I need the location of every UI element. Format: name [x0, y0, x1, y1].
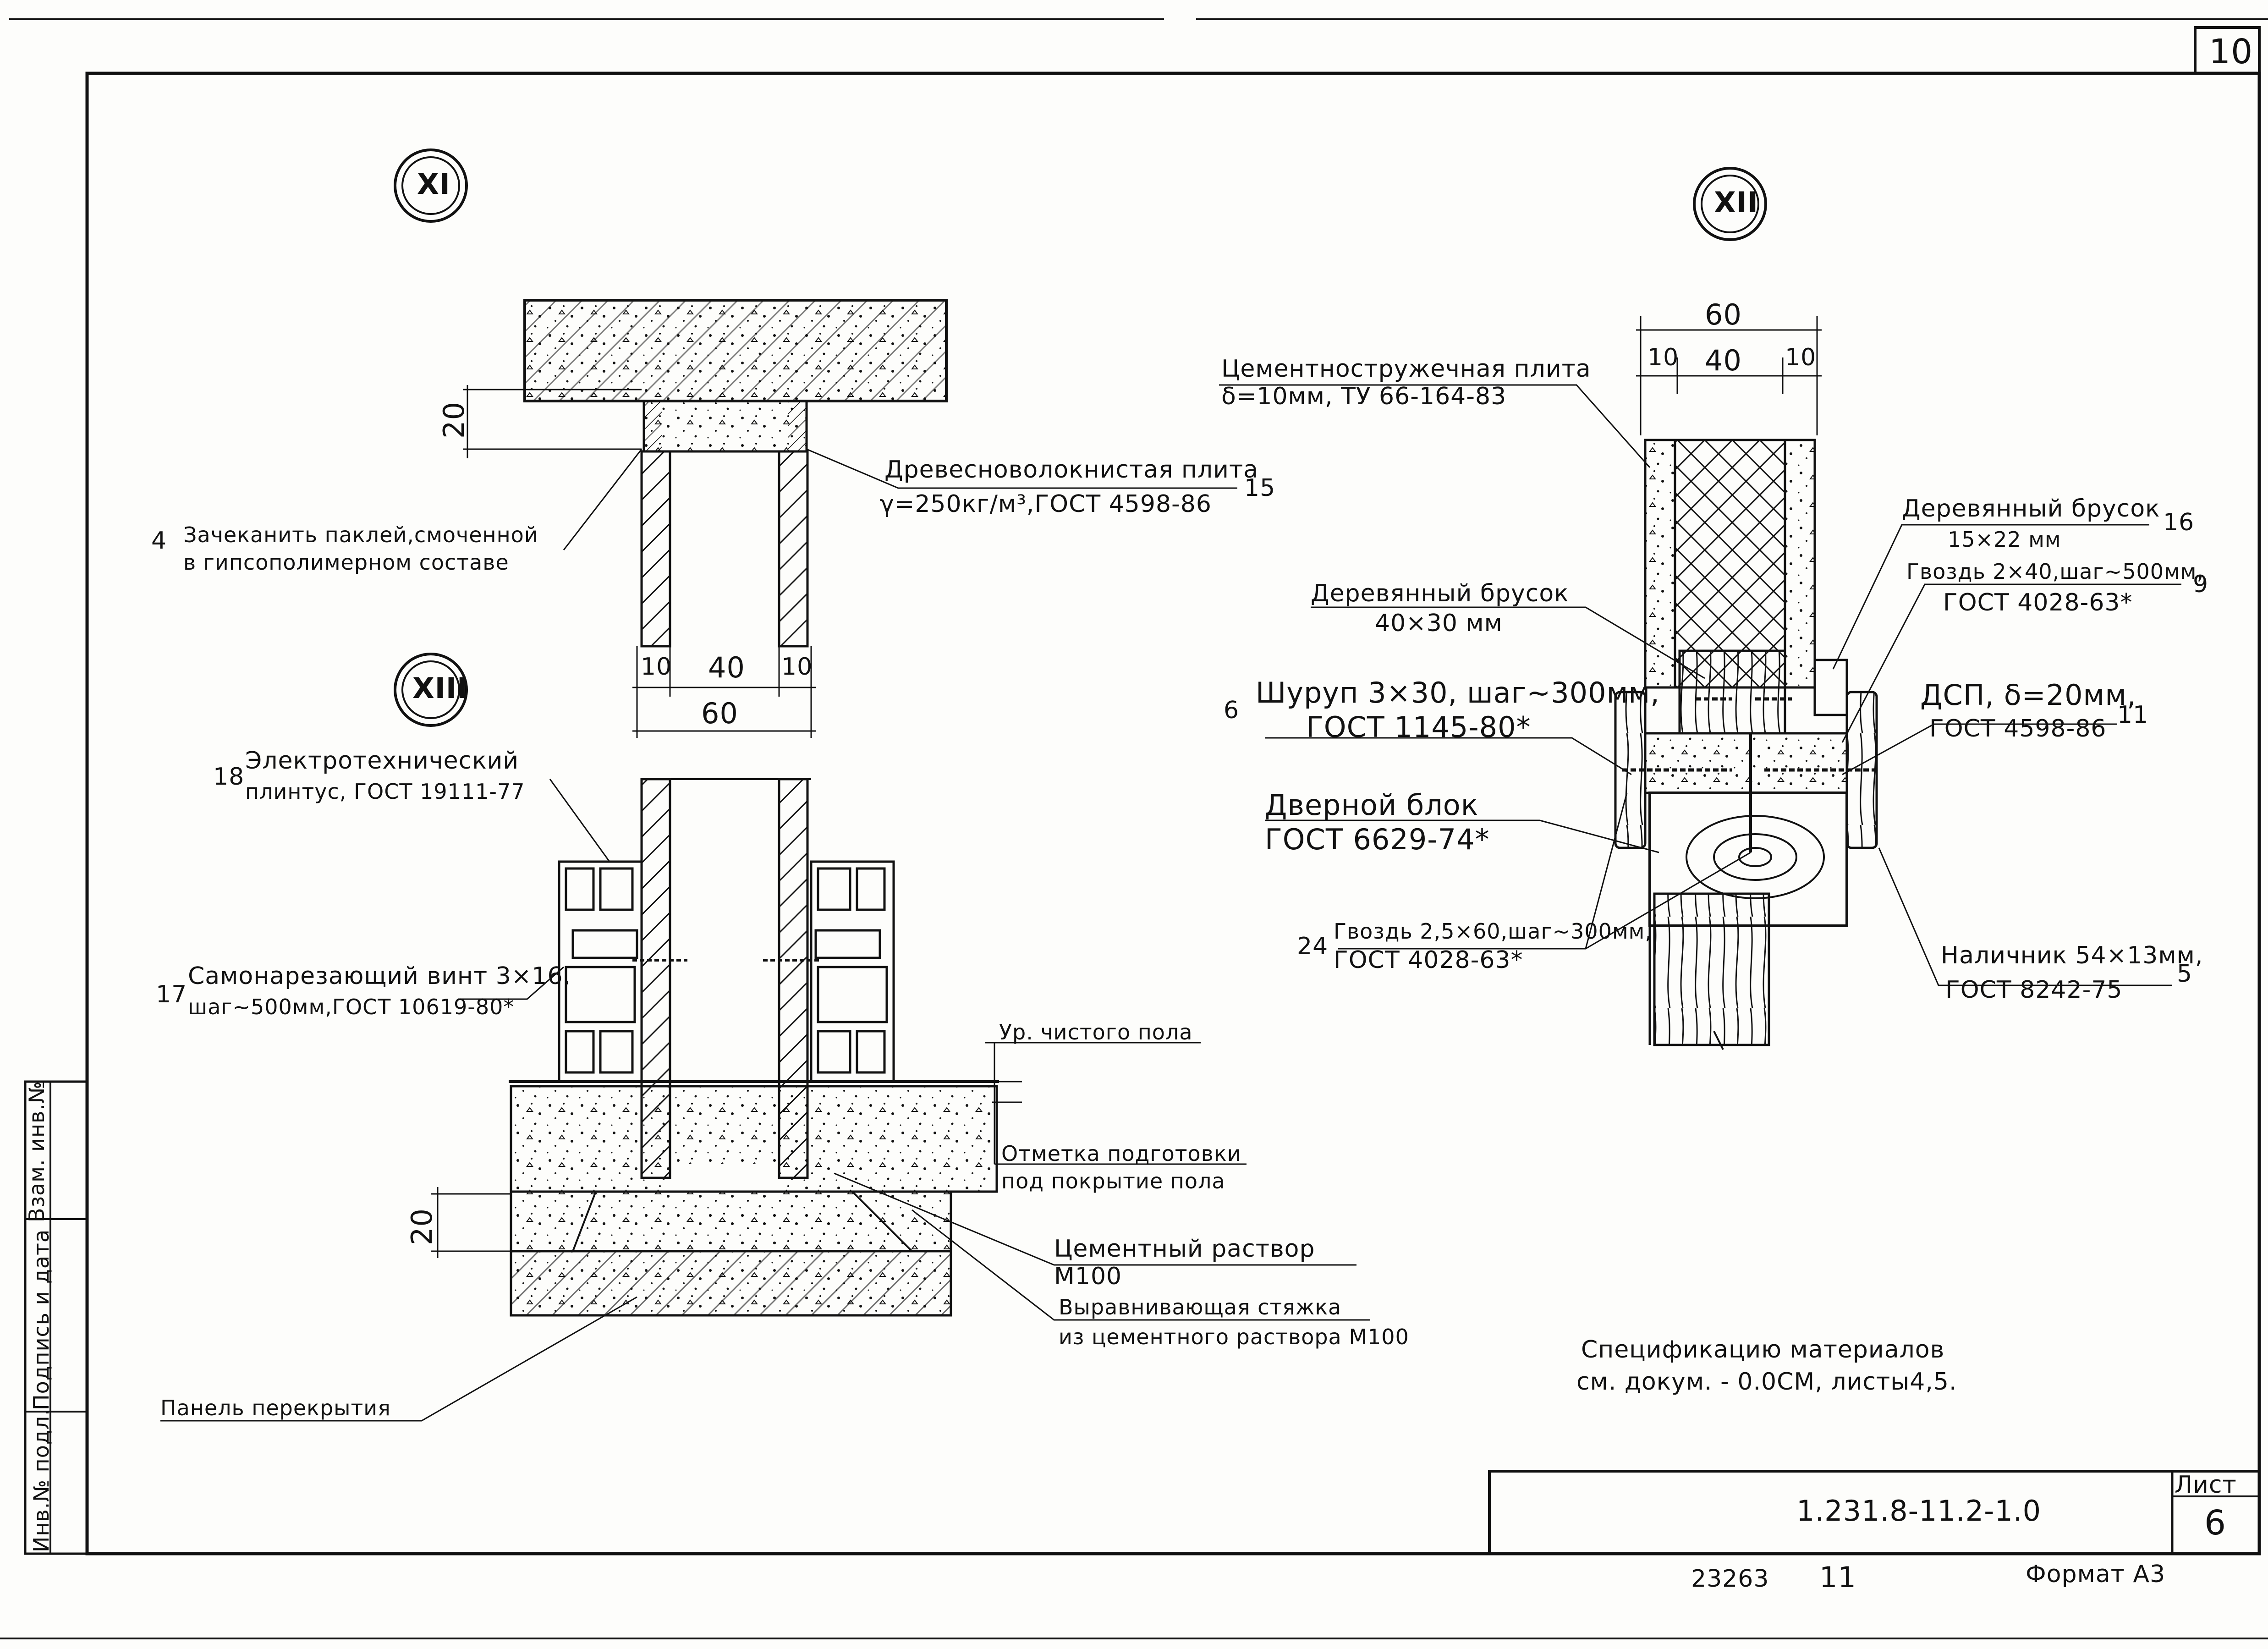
- xii-door-line1: Дверной блок: [1265, 788, 1479, 822]
- xiii-screed-line1: Выравнивающая стяжка: [1059, 1295, 1342, 1319]
- skirting-left: [558, 860, 643, 1083]
- xi-callout-4-num: 4: [151, 527, 167, 555]
- stamp-vzam: Взам. инв.№: [24, 1081, 49, 1222]
- doc-code: 1.231.8-11.2-1.0: [1796, 1494, 2042, 1528]
- badge-xii: XII: [1714, 186, 1758, 219]
- xiii-prep-line2: под покрытие пола: [1001, 1169, 1225, 1193]
- title-block: [1488, 1470, 2261, 1555]
- xii-dim-60: 60: [1705, 298, 1742, 331]
- xiii-callout-17-num: 17: [156, 981, 187, 1008]
- xiii-screed-line2: из цементного раствора М100: [1059, 1325, 1409, 1349]
- xi-dim-b: 40: [708, 651, 745, 684]
- fibreboard-infill: [643, 400, 808, 453]
- bottom-num: 11: [1819, 1561, 1856, 1594]
- xi-callout-4-line1: Зачеканить паклей,смоченной: [183, 522, 538, 547]
- xii-callout-16-num: 16: [2163, 509, 2195, 536]
- xii-callout-9-line2: ГОСТ 4028-63*: [1943, 589, 2133, 616]
- bottom-code: 23263: [1691, 1565, 1769, 1593]
- xi-callout-15-line2: γ=250кг/м³,ГОСТ 4598-86: [880, 490, 1212, 518]
- xii-callout-11-num: 11: [2117, 701, 2149, 729]
- xii-callout-11-line1: ДСП, δ=20мм,: [1920, 678, 2136, 712]
- xiii-callout-17-line1: Самонарезающий винт 3×16,: [188, 962, 571, 990]
- xi-callout-4-line2: в гипсополимерном составе: [183, 550, 509, 575]
- xii-callout-5-line2: ГОСТ 8242-75: [1945, 976, 2123, 1004]
- xiii-callout-17-line2: шаг~500мм,ГОСТ 10619-80*: [188, 995, 515, 1019]
- xiii-callout-18-line1: Электротехнический: [245, 747, 519, 775]
- xii-door-line2: ГОСТ 6629-74*: [1265, 823, 1490, 856]
- xii-callout-9-line1: Гвоздь 2×40,шаг~500мм,: [1906, 559, 2204, 584]
- xii-callout-6-num: 6: [1224, 697, 1240, 724]
- xii-csp-line2: δ=10мм, ТУ 66-164-83: [1221, 383, 1507, 410]
- xii-callout-6-line2: ГОСТ 1145-80*: [1306, 710, 1531, 744]
- xi-callout-15-num: 15: [1244, 474, 1276, 502]
- xi-dim-20: 20: [437, 401, 471, 439]
- dsp-board: [1644, 732, 1848, 794]
- xiii-mortar-line2: М100: [1054, 1263, 1122, 1290]
- stamp-inv-podl: Инв.№ подл.: [29, 1408, 54, 1552]
- door-leaf: [1653, 892, 1770, 1046]
- xiii-callout-18-line2: плинтус, ГОСТ 19111-77: [245, 779, 525, 804]
- badge-xiii: XIII: [412, 671, 468, 705]
- csp-board-left: [1644, 439, 1676, 689]
- xii-callout-24-line1: Гвоздь 2,5×60,шаг~300мм,: [1334, 919, 1652, 944]
- timber-bar-15x22: [1813, 659, 1848, 716]
- xii-callout-16-line1: Деревянный брусок: [1902, 495, 2160, 522]
- xiii-dim-20: 20: [405, 1208, 439, 1245]
- xiii-floor-level: Ур. чистого пола: [999, 1020, 1193, 1044]
- xii-brusok40-line2: 40×30 мм: [1375, 610, 1503, 637]
- sheet-number: 10: [2209, 32, 2253, 71]
- partition-sheet-left: [640, 450, 671, 648]
- xii-brusok40-line1: Деревянный брусок: [1311, 580, 1569, 607]
- xii-dim-10a: 10: [1647, 344, 1679, 371]
- xii-csp-line1: Цементностружечная плита: [1221, 355, 1591, 383]
- xi-callout-15-line1: Древесноволокнистая плита: [884, 456, 1259, 484]
- xii-dim-40: 40: [1705, 344, 1742, 377]
- xii-callout-9-num: 9: [2193, 571, 2209, 598]
- partition-sheet-right: [778, 450, 809, 648]
- xii-callout-24-line2: ГОСТ 4028-63*: [1334, 946, 1523, 974]
- xii-callout-11-line2: ГОСТ 4598-86: [1929, 715, 2107, 742]
- xi-dim-c: 10: [781, 653, 813, 681]
- spec-note-line1: Спецификацию материалов: [1581, 1336, 1945, 1363]
- skirting-right: [810, 860, 895, 1083]
- xiii-mortar-line1: Цементный раствор: [1054, 1235, 1315, 1263]
- spec-note-line2: см. докум. - 0.0СМ, листы4,5.: [1576, 1368, 1957, 1396]
- stamp-podpis: Подпись и дата: [29, 1229, 54, 1410]
- badge-xiii-circle: [394, 653, 468, 727]
- xi-dim-a: 10: [641, 653, 672, 681]
- xiii-panel-label: Панель перекрытия: [160, 1396, 391, 1420]
- xiii-callout-18-num: 18: [213, 763, 245, 791]
- xii-callout-24-num: 24: [1297, 933, 1329, 960]
- xii-callout-16-line2: 15×22 мм: [1948, 527, 2061, 552]
- badge-xi: XI: [417, 167, 450, 201]
- side-stamp: [24, 1080, 88, 1555]
- badge-xi-circle: [394, 148, 468, 223]
- list-number: 6: [2204, 1503, 2227, 1543]
- xii-callout-5-num: 5: [2177, 960, 2193, 988]
- xii-callout-6-line1: Шуруп 3×30, шаг~300мм,: [1256, 676, 1660, 709]
- xii-dim-10b: 10: [1785, 344, 1817, 371]
- xi-dim-d: 60: [701, 697, 738, 730]
- list-label: Лист: [2175, 1471, 2237, 1499]
- xiii-prep-line1: Отметка подготовки: [1001, 1141, 1241, 1166]
- badge-xii-circle: [1693, 167, 1767, 241]
- csp-board-right: [1784, 439, 1816, 689]
- format-label: Формат А3: [2026, 1561, 2166, 1588]
- xii-callout-5-line1: Наличник 54×13мм,: [1941, 942, 2203, 969]
- timber-bar-40x30: [1678, 649, 1786, 735]
